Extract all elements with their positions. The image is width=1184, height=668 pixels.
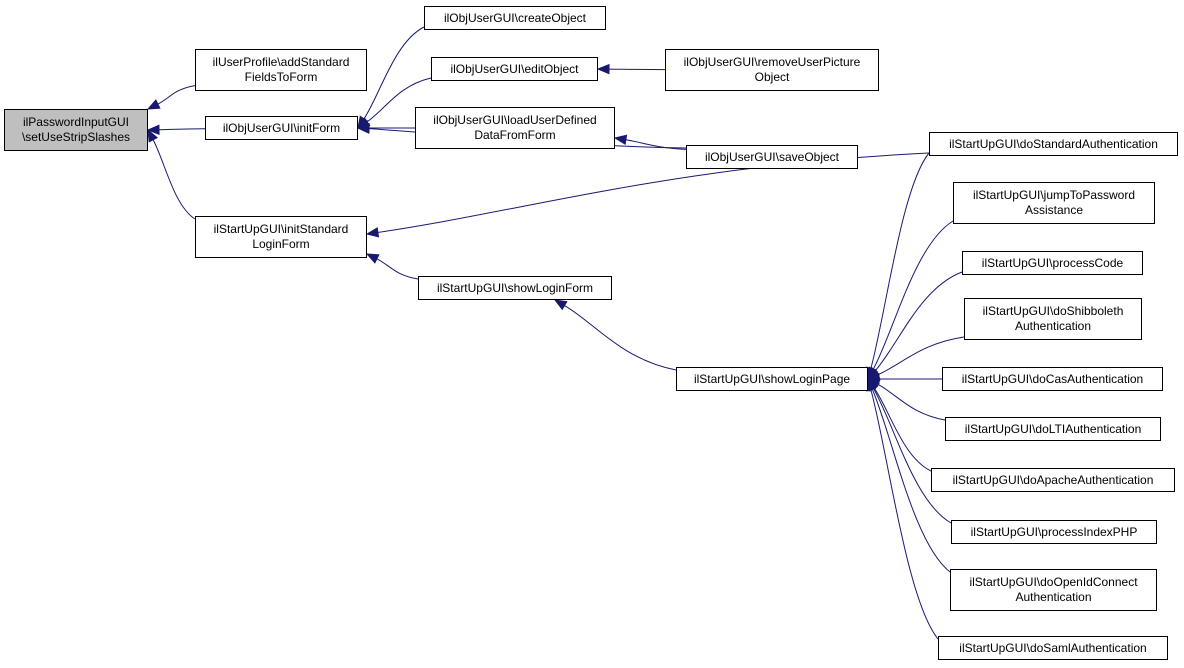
edge-showLoginPage-to-showLoginForm xyxy=(564,305,677,371)
node-docasauthentication[interactable]: ilStartUpGUI\doCasAuthentication xyxy=(942,367,1163,391)
node-saveobject[interactable]: ilObjUserGUI\saveObject xyxy=(686,145,858,169)
edge-arrowhead xyxy=(613,134,628,146)
node-label-line1: ilUserProfile\addStandard xyxy=(212,55,350,69)
node-label-line2: \setUseStripSlashes xyxy=(21,130,131,144)
node-label-line1: ilStartUpGUI\doApacheAuthentication xyxy=(952,472,1154,487)
edge-arrowhead xyxy=(596,63,610,75)
edge-arrowhead xyxy=(356,123,370,134)
edge-showLoginForm-to-initStandardLoginForm xyxy=(376,258,419,280)
edge-initStandardLoginForm-to-setUseStripSlashes xyxy=(152,139,196,220)
node-doopenidconnectauthentication[interactable]: ilStartUpGUI\doOpenIdConnect Authenticat… xyxy=(950,569,1157,611)
node-editobject[interactable]: ilObjUserGUI\editObject xyxy=(431,57,598,81)
node-processindexphp[interactable]: ilStartUpGUI\processIndexPHP xyxy=(951,520,1157,544)
edge-doShibbolethAuthentication-to-showLoginPage xyxy=(877,336,965,376)
node-loaduserdefineddatafromform[interactable]: ilObjUserGUI\loadUserDefined DataFromFor… xyxy=(415,107,615,149)
node-dosamlauthentication[interactable]: ilStartUpGUI\doSamlAuthentication xyxy=(938,636,1168,660)
edge-saveObject-to-loadUserDefinedDataFromForm xyxy=(625,139,687,150)
node-label-line2: FieldsToForm xyxy=(244,70,318,84)
node-createobject[interactable]: ilObjUserGUI\createObject xyxy=(424,6,606,30)
edge-doLTIAuthentication-to-showLoginPage xyxy=(877,383,946,421)
node-label-line2: Object xyxy=(754,70,790,84)
node-label-line1: ilStartUpGUI\processCode xyxy=(981,255,1124,270)
node-label-line1: ilStartUpGUI\doCasAuthentication xyxy=(961,371,1144,386)
node-label-line1: ilObjUserGUI\editObject xyxy=(450,61,579,76)
node-removeuserpictureobject[interactable]: ilObjUserGUI\removeUserPicture Object xyxy=(665,49,879,91)
node-label-line1: ilObjUserGUI\saveObject xyxy=(704,149,840,164)
node-addstandardfieldstoform[interactable]: ilUserProfile\addStandard FieldsToForm xyxy=(195,49,367,91)
edge-arrowhead xyxy=(365,227,380,238)
edge-initForm-to-setUseStripSlashes xyxy=(158,128,206,131)
edge-arrowhead xyxy=(146,124,160,136)
node-initstandardloginform[interactable]: ilStartUpGUI\initStandard LoginForm xyxy=(195,216,367,258)
node-doltiauthentication[interactable]: ilStartUpGUI\doLTIAuthentication xyxy=(945,417,1161,441)
node-label-line1: ilStartUpGUI\processIndexPHP xyxy=(970,524,1138,539)
edge-arrowhead xyxy=(365,253,380,264)
node-processcode[interactable]: ilStartUpGUI\processCode xyxy=(962,251,1143,275)
node-label-line1: ilStartUpGUI\jumpToPassword xyxy=(972,188,1136,202)
node-label-line2: Authentication xyxy=(1015,590,1092,604)
node-dostandardauthentication[interactable]: ilStartUpGUI\doStandardAuthentication xyxy=(929,132,1178,156)
edge-arrowhead xyxy=(147,128,159,143)
edge-removeUserPictureObject-to-editObject xyxy=(608,68,666,71)
node-label-line1: ilStartUpGUI\doStandardAuthentication xyxy=(949,136,1158,151)
node-label-line2: Authentication xyxy=(1014,319,1092,333)
edge-createObject-to-initForm xyxy=(363,26,425,120)
node-label-line1: ilStartUpGUI\doSamlAuthentication xyxy=(959,640,1147,655)
node-label-line1: ilObjUserGUI\initForm xyxy=(222,120,341,135)
node-label-line1: ilStartUpGUI\showLoginForm xyxy=(436,280,594,295)
node-label-line1: ilStartUpGUI\showLoginPage xyxy=(693,371,851,386)
node-showloginform[interactable]: ilStartUpGUI\showLoginForm xyxy=(418,276,612,300)
node-label-line1: ilObjUserGUI\createObject xyxy=(443,10,587,25)
node-label-line1: ilStartUpGUI\doOpenIdConnect xyxy=(969,575,1138,589)
edge-doOpenIdConnectAuthentication-to-showLoginPage xyxy=(871,388,951,573)
node-label-line1: ilStartUpGUI\initStandard xyxy=(213,222,349,236)
node-showloginpage[interactable]: ilStartUpGUI\showLoginPage xyxy=(676,367,868,391)
node-initform[interactable]: ilObjUserGUI\initForm xyxy=(205,116,358,140)
node-label-line1: ilStartUpGUI\doShibboleth xyxy=(982,304,1124,318)
node-setusestripslashes: ilPasswordInputGUI \setUseStripSlashes xyxy=(4,109,148,151)
node-jumptopasswordassistance[interactable]: ilStartUpGUI\jumpToPassword Assistance xyxy=(953,182,1155,224)
node-label-line2: Assistance xyxy=(1024,203,1084,217)
node-label-line2: LoginForm xyxy=(252,237,310,251)
edge-editObject-to-initForm xyxy=(366,77,432,123)
edge-addStandardFieldsToForm-to-setUseStripSlashes xyxy=(157,85,196,105)
edge-processCode-to-showLoginPage xyxy=(874,271,963,372)
node-label-line1: ilPasswordInputGUI xyxy=(22,115,130,129)
node-label-line1: ilObjUserGUI\removeUserPicture xyxy=(683,55,861,69)
edge-doSamlAuthentication-to-showLoginPage xyxy=(870,389,939,640)
edge-arrowhead xyxy=(146,99,161,110)
node-label-line1: ilObjUserGUI\loadUserDefined xyxy=(433,113,597,127)
edge-doApacheAuthentication-to-showLoginPage xyxy=(873,387,932,472)
node-doshibbolethauthentication[interactable]: ilStartUpGUI\doShibboleth Authentication xyxy=(964,298,1142,340)
edge-processIndexPHP-to-showLoginPage xyxy=(873,388,952,524)
edge-arrowhead xyxy=(553,299,568,311)
node-doapacheauthentication[interactable]: ilStartUpGUI\doApacheAuthentication xyxy=(931,468,1175,492)
edge-doStandardAuthentication-to-showLoginPage xyxy=(870,152,930,369)
edge-jumpToPasswordAssistance-to-showLoginPage xyxy=(872,220,954,370)
node-label-line1: ilStartUpGUI\doLTIAuthentication xyxy=(964,421,1142,436)
node-label-line2: DataFromForm xyxy=(474,128,556,142)
